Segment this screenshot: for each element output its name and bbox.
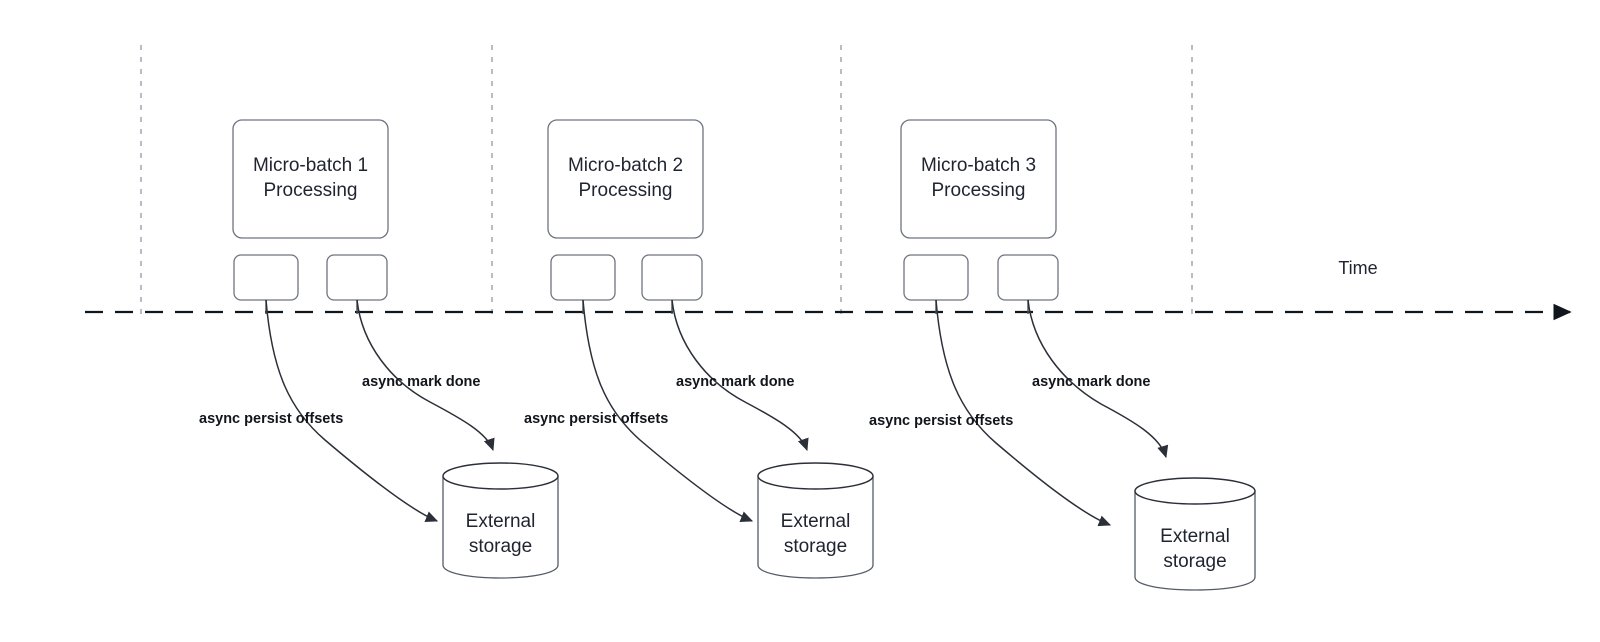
process-box-2-label-line1: Micro-batch 2	[568, 155, 683, 176]
external-storage-1-label-line2: storage	[469, 536, 532, 557]
external-storage-3-label-line1: External	[1160, 526, 1230, 547]
edge-mark-done-2-label: async mark done	[676, 374, 794, 390]
task-box-1b[interactable]	[326, 254, 388, 301]
edge-persist-offsets-2-label: async persist offsets	[524, 411, 668, 427]
external-storage-1[interactable]	[442, 462, 559, 579]
time-axis-label: Time	[1338, 258, 1377, 278]
edge-mark-done-1	[356, 299, 495, 452]
edge-persist-offsets-3	[935, 299, 1112, 527]
edge-mark-done-3-label: async mark done	[1032, 374, 1150, 390]
edge-persist-offsets-2	[582, 299, 754, 522]
process-box-1-label-line1: Micro-batch 1	[253, 155, 368, 176]
external-storage-3-label-line2: storage	[1163, 551, 1226, 572]
task-box-3b[interactable]	[997, 254, 1059, 301]
external-storage-2[interactable]	[757, 462, 874, 579]
process-box-1-label-line2: Processing	[264, 180, 358, 201]
external-storage-3[interactable]	[1134, 477, 1256, 591]
edge-mark-done-3	[1027, 299, 1169, 459]
process-box-2[interactable]	[547, 119, 704, 239]
edge-persist-offsets-1-label: async persist offsets	[199, 411, 343, 427]
external-storage-1-label-line1: External	[466, 511, 536, 532]
group-micro-batch-2: Micro-batch 2 Processing async persist o…	[524, 119, 874, 579]
process-box-3[interactable]	[900, 119, 1057, 239]
task-box-2a[interactable]	[550, 254, 616, 301]
group-micro-batch-1: Micro-batch 1 Processing async persist o…	[199, 119, 559, 579]
process-box-3-label-line1: Micro-batch 3	[921, 155, 1036, 176]
process-box-2-label-line2: Processing	[579, 180, 673, 201]
process-box-3-label-line2: Processing	[932, 180, 1026, 201]
task-box-1a[interactable]	[233, 254, 299, 301]
external-storage-2-label-line1: External	[781, 511, 851, 532]
group-micro-batch-3: Micro-batch 3 Processing async persist o…	[869, 119, 1256, 591]
edge-mark-done-1-label: async mark done	[362, 374, 480, 390]
task-box-2b[interactable]	[641, 254, 703, 301]
timeline-tick-lines	[140, 45, 1193, 316]
task-box-3a[interactable]	[903, 254, 969, 301]
edge-persist-offsets-3-label: async persist offsets	[869, 413, 1013, 429]
edge-mark-done-2	[671, 299, 809, 452]
edge-persist-offsets-1	[265, 299, 439, 522]
external-storage-2-label-line2: storage	[784, 536, 847, 557]
process-box-1[interactable]	[232, 119, 389, 239]
